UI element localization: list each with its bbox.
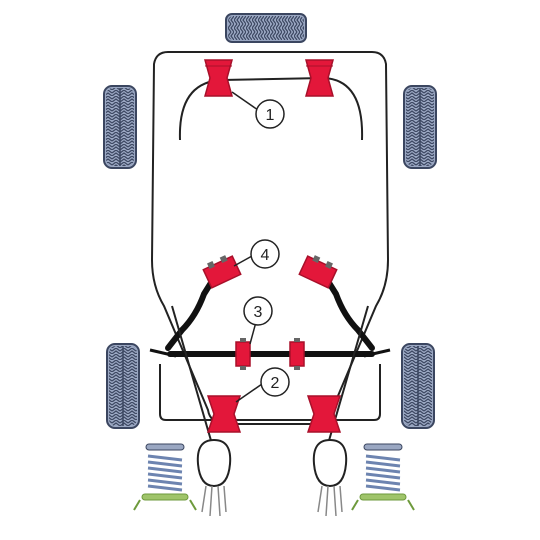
bush-icon-front-left	[204, 59, 233, 97]
rear-subframe	[159, 364, 381, 421]
callout-3-leader	[249, 321, 257, 345]
anti-roll-bar-left	[165, 275, 217, 351]
coil-spring-icon-left	[133, 443, 197, 511]
callout-3-label: 3	[254, 304, 263, 321]
callout-3: 3	[243, 296, 273, 326]
callout-4-label: 4	[261, 247, 270, 264]
callout-1-leader	[231, 91, 259, 111]
strut-left	[171, 305, 213, 445]
tyre-rear-left	[106, 343, 140, 429]
callout-4-leader	[233, 255, 253, 267]
tyre-front-right	[403, 85, 437, 169]
callout-2-label: 2	[271, 375, 280, 392]
bush-icon-rear-right	[306, 395, 342, 433]
tyre-front-left	[103, 85, 137, 169]
rear-axle-left-stub	[149, 348, 177, 358]
bush-icon-center-left	[235, 338, 251, 370]
bush-icon-arb-right	[298, 255, 338, 289]
callout-4: 4	[250, 239, 280, 269]
rear-axle-right-stub	[363, 348, 391, 358]
tyre-top	[225, 13, 307, 43]
bush-icon-rear-left	[206, 395, 242, 433]
callout-1-label: 1	[266, 107, 275, 124]
callout-2: 2	[260, 367, 290, 397]
bush-icon-arb-left	[202, 255, 242, 289]
axle-hub-icon-right	[312, 438, 348, 517]
anti-roll-bar-right	[323, 275, 375, 351]
callout-2-leader	[235, 383, 263, 403]
bush-icon-front-right	[305, 59, 334, 97]
callout-1: 1	[255, 99, 285, 129]
front-subframe	[178, 76, 364, 141]
coil-spring-icon-right	[351, 443, 415, 511]
axle-hub-icon-left	[196, 438, 232, 517]
tyre-rear-right	[401, 343, 435, 429]
bush-icon-center-right	[289, 338, 305, 370]
